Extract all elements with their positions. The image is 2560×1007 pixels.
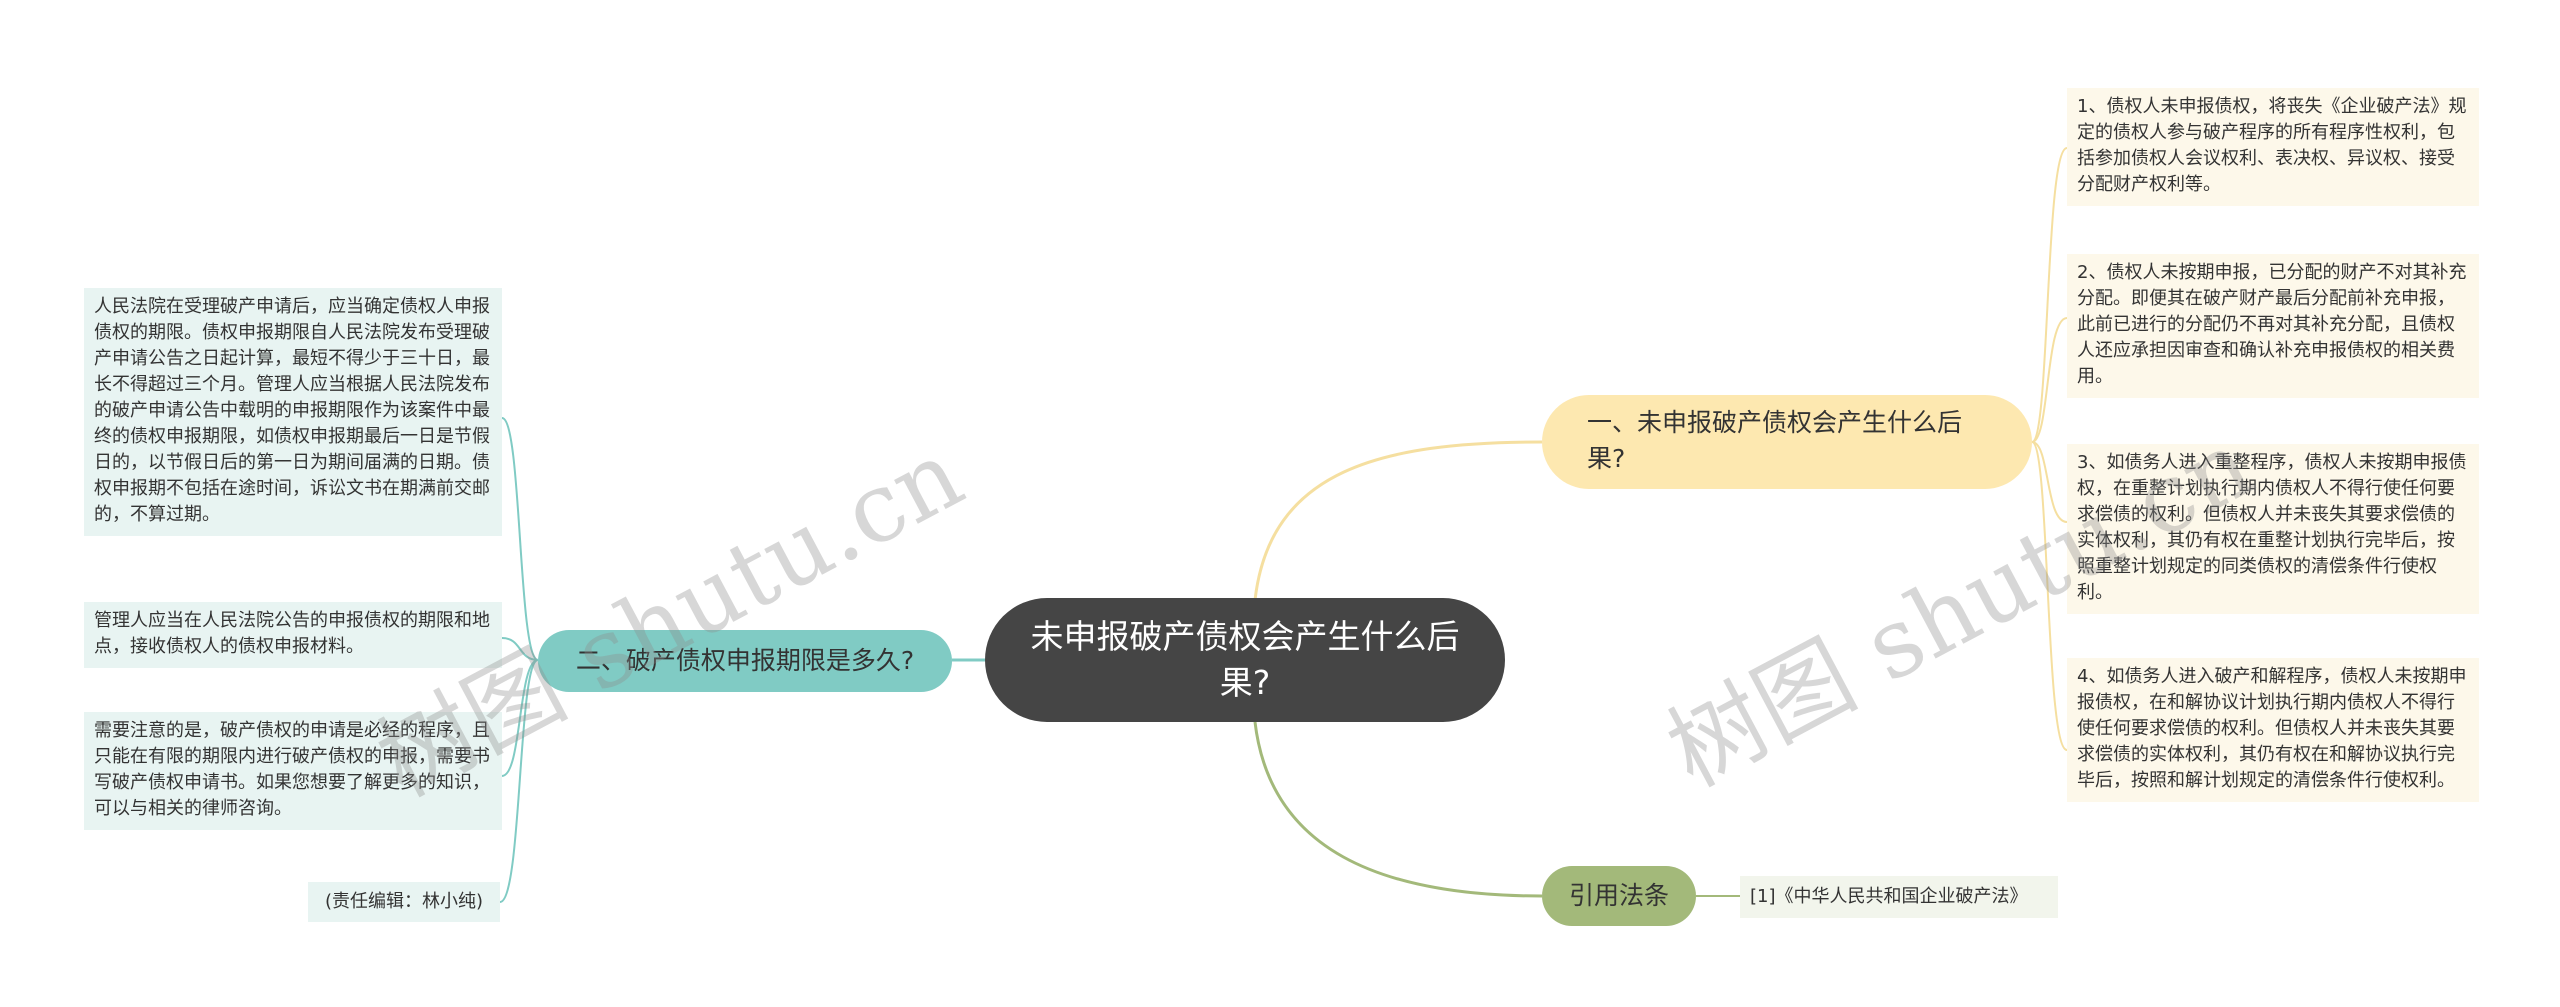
leaf-text: 4、如债务人进入破产和解程序，债权人未按期申报债权，在和解协议计划执行期内债权人… [2077, 666, 2467, 791]
connector-b2-leaf3 [501, 659, 539, 777]
central-topic[interactable]: 未申报破产债权会产生什么后果? [985, 598, 1505, 722]
leaf-consequence-3[interactable]: 3、如债务人进入重整程序，债权人未按期申报债权，在重整计划执行期内债权人不得行使… [2067, 444, 2479, 614]
leaf-text: (责任编辑：林小纯) [324, 891, 484, 912]
connector-b2-leaf4 [499, 659, 539, 903]
connector-b1-leaf2 [2031, 317, 2068, 443]
leaf-text: [1]《中华人民共和国企业破产法》 [1750, 886, 2028, 907]
leaf-text: 管理人应当在人民法院公告的申报债权的期限和地点，接收债权人的债权申报材料。 [94, 610, 490, 657]
leaf-deadline-2[interactable]: 管理人应当在人民法院公告的申报债权的期限和地点，接收债权人的债权申报材料。 [84, 602, 502, 668]
connector-b1-leaf1 [2031, 147, 2068, 443]
leaf-consequence-4[interactable]: 4、如债务人进入破产和解程序，债权人未按期申报债权，在和解协议计划执行期内债权人… [2067, 658, 2479, 802]
connector-central-b1 [1253, 440, 1543, 601]
branch-cited-law-label: 引用法条 [1568, 881, 1669, 910]
leaf-cited-law-1[interactable]: [1]《中华人民共和国企业破产法》 [1740, 876, 2058, 918]
leaf-deadline-3[interactable]: 需要注意的是，破产债权的申请是必经的程序，且只能在有限的期限内进行破产债权的申报… [84, 712, 502, 830]
leaf-text: 1、债权人未申报债权，将丧失《企业破产法》规定的债权人参与破产程序的所有程序性权… [2077, 96, 2467, 195]
leaf-editor-credit[interactable]: (责任编辑：林小纯) [308, 882, 500, 922]
branch-cited-law[interactable]: 引用法条 [1542, 866, 1696, 926]
branch-consequences-label: 一、未申报破产债权会产生什么后果? [1587, 408, 1963, 473]
branch-filing-deadline[interactable]: 二、破产债权申报期限是多久? [538, 630, 952, 692]
connector-central-b3 [1253, 721, 1543, 898]
connector-b1-leaf4 [2031, 441, 2068, 751]
leaf-text: 3、如债务人进入重整程序，债权人未按期申报债权，在重整计划执行期内债权人不得行使… [2077, 452, 2467, 603]
leaf-consequence-2[interactable]: 2、债权人未按期申报，已分配的财产不对其补充分配。即便其在破产财产最后分配前补充… [2067, 254, 2479, 398]
leaf-consequence-1[interactable]: 1、债权人未申报债权，将丧失《企业破产法》规定的债权人参与破产程序的所有程序性权… [2067, 88, 2479, 206]
branch-filing-deadline-label: 二、破产债权申报期限是多久? [575, 646, 915, 675]
leaf-deadline-1[interactable]: 人民法院在受理破产申请后，应当确定债权人申报债权的期限。债权申报期限自人民法院发… [84, 288, 502, 536]
branch-consequences[interactable]: 一、未申报破产债权会产生什么后果? [1542, 395, 2032, 489]
connector-b2-leaf2 [501, 637, 539, 661]
leaf-text: 人民法院在受理破产申请后，应当确定债权人申报债权的期限。债权申报期限自人民法院发… [94, 296, 490, 525]
leaf-text: 需要注意的是，破产债权的申请是必经的程序，且只能在有限的期限内进行破产债权的申报… [94, 720, 490, 819]
connector-b2-leaf1 [501, 417, 539, 661]
leaf-text: 2、债权人未按期申报，已分配的财产不对其补充分配。即便其在破产财产最后分配前补充… [2077, 262, 2467, 387]
connector-b1-leaf3 [2031, 441, 2068, 523]
central-topic-label: 未申报破产债权会产生什么后果? [1030, 617, 1460, 702]
